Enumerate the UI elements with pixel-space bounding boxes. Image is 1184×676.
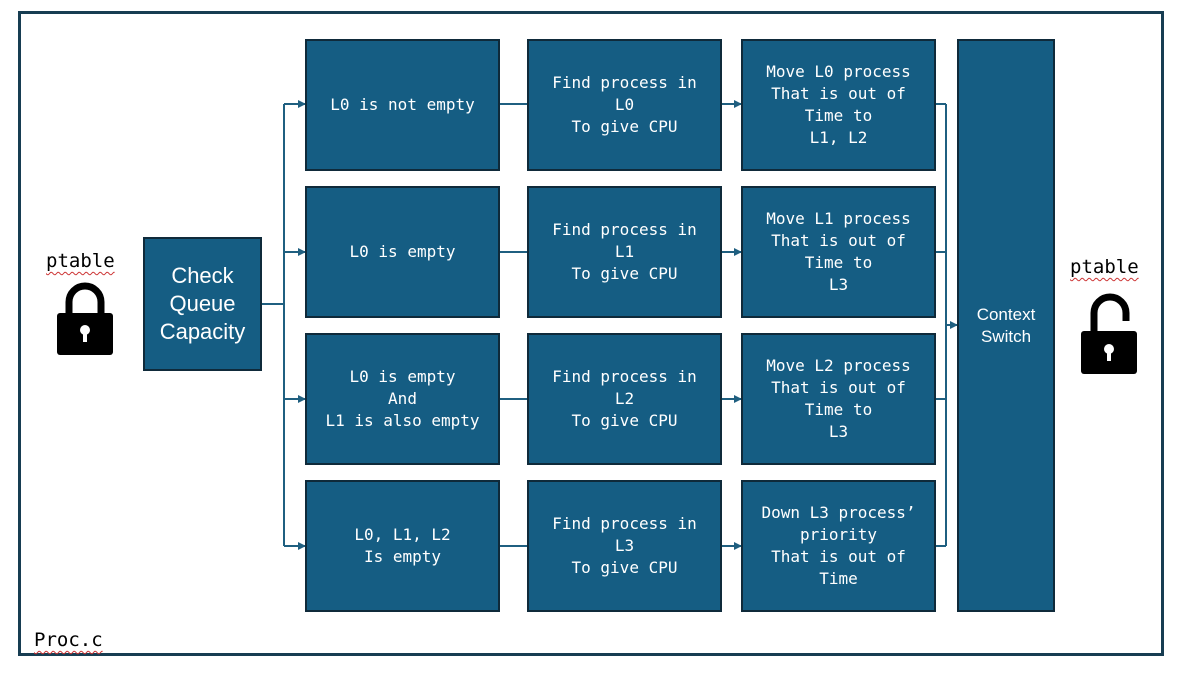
condition-box-all-empty: L0, L1, L2 Is empty xyxy=(305,480,500,612)
find-process-box-l3: Find process in L3 To give CPU xyxy=(527,480,722,612)
find-process-box-l2: Find process in L2 To give CPU xyxy=(527,333,722,465)
down-priority-box-l3: Down L3 process’ priority That is out of… xyxy=(741,480,936,612)
find-process-box-l0: Find process in L0 To give CPU xyxy=(527,39,722,171)
find-process-box-l1: Find process in L1 To give CPU xyxy=(527,186,722,318)
condition-box-l0-not-empty: L0 is not empty xyxy=(305,39,500,171)
move-process-box-l2: Move L2 process That is out of Time to L… xyxy=(741,333,936,465)
move-process-box-l0: Move L0 process That is out of Time to L… xyxy=(741,39,936,171)
locked-padlock-icon xyxy=(57,282,113,355)
condition-box-l0-empty: L0 is empty xyxy=(305,186,500,318)
condition-box-l0-l1-empty: L0 is empty And L1 is also empty xyxy=(305,333,500,465)
proc-c-label: Proc.c xyxy=(34,629,103,651)
ptable-label-right: ptable xyxy=(1070,256,1139,278)
ptable-label-left: ptable xyxy=(46,250,115,272)
move-process-box-l1: Move L1 process That is out of Time to L… xyxy=(741,186,936,318)
check-queue-capacity-box: Check Queue Capacity xyxy=(143,237,262,371)
context-switch-box: Context Switch xyxy=(957,39,1055,612)
unlocked-padlock-icon xyxy=(1081,293,1137,374)
